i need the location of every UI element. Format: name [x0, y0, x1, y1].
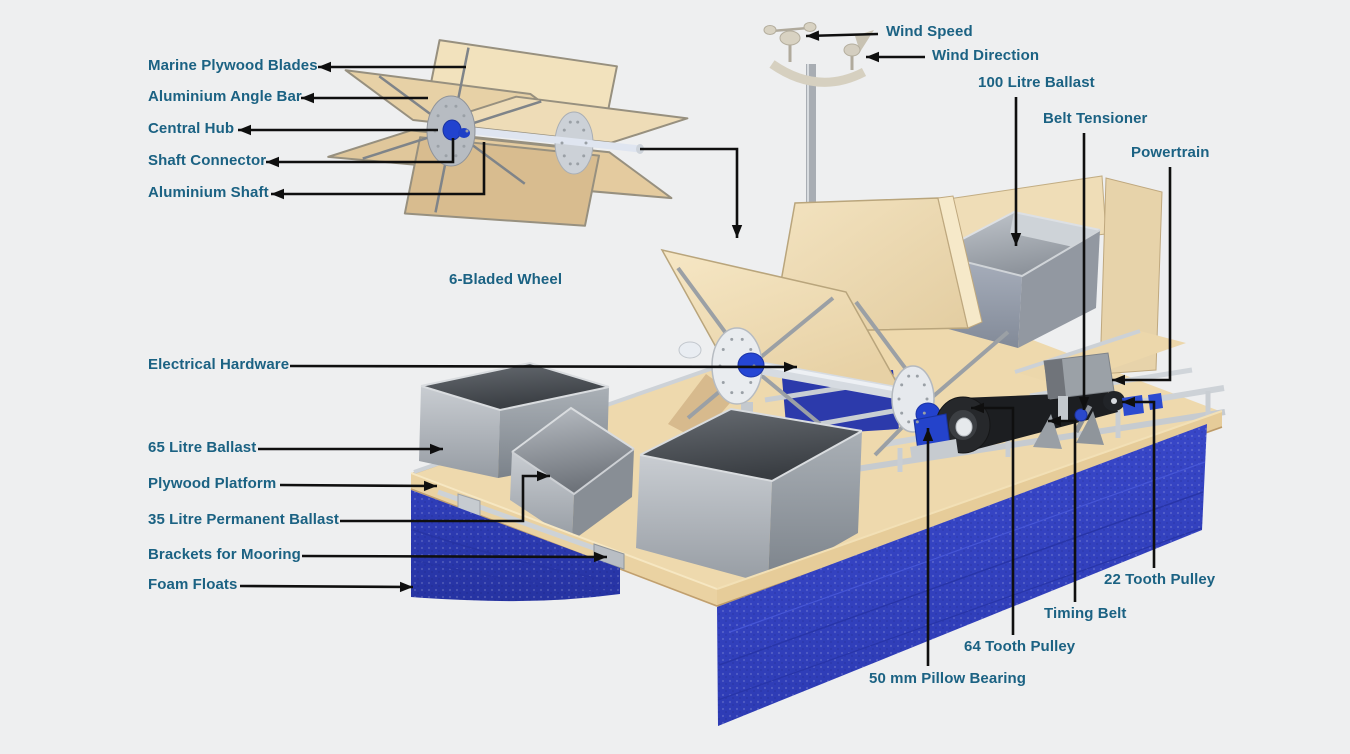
leader-arrows — [238, 30, 1172, 666]
foam-float-left — [411, 490, 620, 602]
arrowhead-foam-floats — [399, 581, 413, 593]
leader-six-bladed-wheel — [640, 147, 739, 238]
bolt-hole — [730, 337, 734, 341]
arrowhead-tooth-pulley-22 — [1122, 396, 1135, 408]
arrowhead-aluminium-shaft — [271, 188, 284, 200]
bolt-hole — [576, 162, 580, 166]
bolt-hole — [562, 154, 566, 158]
bolt-hole — [560, 141, 564, 145]
arrowhead-shaft-connector — [266, 156, 279, 168]
leader-tooth-pulley-64 — [971, 406, 1015, 635]
wind-speed-sensor — [763, 22, 817, 62]
arrowhead-electrical-hardware — [783, 361, 797, 373]
ballast-box-35l — [510, 406, 635, 541]
arrowhead-brackets-for-mooring — [593, 551, 607, 563]
bolt-hole — [462, 144, 466, 148]
bolt-hole — [900, 383, 904, 387]
weather-station — [763, 22, 874, 216]
bolt-hole — [721, 348, 725, 352]
bolt-hole — [568, 120, 572, 124]
bolt-hole — [721, 380, 725, 384]
bolt-hole — [740, 391, 744, 395]
bolt-hole — [454, 154, 458, 158]
arrowhead-plywood-platform — [423, 480, 437, 492]
bolt-hole — [454, 104, 458, 108]
arrowhead-tooth-pulley-64 — [971, 402, 984, 414]
bolt-hole — [922, 383, 926, 387]
bolt-hole — [436, 114, 440, 118]
bolt-hole — [730, 391, 734, 395]
bolt-hole — [740, 337, 744, 341]
arrowhead-six-bladed-wheel — [731, 225, 743, 238]
leader-aluminium-shaft — [271, 142, 486, 196]
flange-bolt-holes — [433, 104, 929, 424]
main-wheel — [660, 195, 1010, 457]
bolt-hole — [584, 141, 588, 145]
bolt-hole — [444, 154, 448, 158]
arrowhead-aluminium-angle-bar — [301, 92, 314, 104]
ballast-box-large — [636, 407, 863, 584]
main-hub-left — [737, 352, 765, 378]
leader-powertrain — [1112, 167, 1172, 382]
leader-shaft-connector — [266, 138, 455, 164]
bolt-hole — [900, 411, 904, 415]
bolt-hole — [897, 397, 901, 401]
leader-brackets-for-mooring — [301, 554, 608, 559]
bolt-hole — [444, 104, 448, 108]
bolt-hole — [749, 380, 753, 384]
bolt-hole — [915, 374, 919, 378]
arrowhead-ballast-65-litre — [430, 443, 443, 455]
bolt-hole — [907, 374, 911, 378]
mast — [806, 64, 816, 216]
ballast-boxes — [419, 361, 863, 584]
bolt-hole — [907, 420, 911, 424]
bolt-hole — [915, 420, 919, 424]
bolt-hole — [465, 129, 469, 133]
foam-float-right — [717, 424, 1207, 726]
shaft-connector-part — [458, 128, 470, 138]
bolt-hole — [922, 411, 926, 415]
leader-electrical-hardware — [289, 364, 798, 369]
arrowhead-wind-speed — [806, 30, 820, 41]
bolt-hole — [436, 144, 440, 148]
leader-ballast-35-litre-permanent — [340, 474, 550, 523]
bolt-hole — [576, 120, 580, 124]
arrowhead-wind-direction — [866, 51, 879, 63]
bolt-hole — [582, 128, 586, 132]
arrowhead-ballast-100-litre — [1010, 233, 1022, 246]
leader-foam-floats — [239, 584, 414, 589]
bolt-hole — [582, 154, 586, 158]
leader-plywood-platform — [279, 483, 438, 488]
belt-tensioner-roller — [1074, 408, 1088, 422]
aluminium-shaft-rod — [452, 125, 644, 153]
bolt-hole — [562, 128, 566, 132]
central-hub-blue — [442, 119, 462, 141]
bolt-hole — [749, 348, 753, 352]
arrowhead-marine-plywood-blades — [318, 61, 331, 73]
bolt-hole — [462, 114, 466, 118]
arrowhead-pillow-bearing-50mm — [922, 428, 934, 441]
arrowhead-powertrain — [1112, 374, 1125, 386]
mooring-connector — [593, 543, 625, 570]
arrowhead-ballast-35-litre-permanent — [537, 470, 550, 482]
arrowhead-belt-tensioner — [1078, 397, 1090, 410]
arrowhead-timing-belt — [1048, 415, 1061, 427]
arrowhead-central-hub — [238, 124, 251, 136]
bolt-hole — [568, 162, 572, 166]
bolt-hole — [925, 397, 929, 401]
sensor-arm — [769, 60, 867, 87]
